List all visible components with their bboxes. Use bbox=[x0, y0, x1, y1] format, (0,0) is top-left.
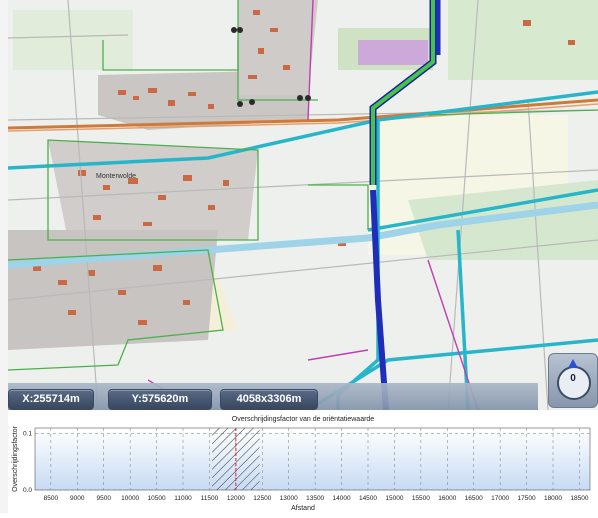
x-tick-label: 14500 bbox=[359, 495, 377, 502]
meadow-area bbox=[13, 10, 133, 70]
town-area bbox=[8, 230, 218, 350]
place-label: Monterwolde bbox=[96, 173, 136, 180]
profile-chart-panel: Overschrijdingsfactor van de oriëntatiew… bbox=[8, 410, 598, 513]
x-tick-label: 12500 bbox=[253, 495, 271, 502]
x-tick-label: 13500 bbox=[306, 495, 324, 502]
map-view[interactable]: Monterwolde bbox=[8, 0, 598, 410]
x-coordinate-text: X:255714m bbox=[22, 393, 80, 405]
y-tick-label: 0.0 bbox=[23, 487, 32, 494]
railway bbox=[8, 98, 598, 130]
x-tick-label: 18500 bbox=[570, 495, 588, 502]
chart-title: Overschrijdingsfactor van de oriëntatiew… bbox=[232, 416, 375, 423]
y-tick-label: 0.1 bbox=[23, 431, 32, 438]
y-axis-label: Overschrijdingsfactor bbox=[12, 425, 19, 491]
x-tick-label: 15500 bbox=[412, 495, 430, 502]
district-boundary bbox=[8, 0, 598, 371]
industrial-area bbox=[358, 40, 428, 65]
x-coordinate-readout: X:255714m bbox=[8, 389, 94, 410]
compass-icon bbox=[557, 366, 591, 400]
route-line bbox=[371, 0, 435, 185]
y-coordinate-readout: Y:575620m bbox=[108, 389, 212, 410]
x-tick-label: 16500 bbox=[465, 495, 483, 502]
x-axis-label: Afstand bbox=[291, 505, 315, 512]
x-tick-label: 14000 bbox=[333, 495, 351, 502]
measurement-points bbox=[231, 27, 311, 107]
y-coordinate-text: Y:575620m bbox=[131, 393, 189, 405]
x-tick-label: 11000 bbox=[174, 495, 192, 502]
x-tick-label: 17500 bbox=[518, 495, 536, 502]
map-dimensions-readout: 4058x3306m bbox=[220, 389, 318, 410]
compass-rotation-value: 0 bbox=[570, 373, 576, 384]
x-tick-label: 13000 bbox=[280, 495, 298, 502]
x-tick-label: 18000 bbox=[544, 495, 562, 502]
x-tick-label: 16000 bbox=[438, 495, 456, 502]
roads bbox=[8, 0, 598, 410]
meadow-area bbox=[448, 0, 598, 80]
town-area bbox=[238, 0, 318, 95]
profile-chart: Overschrijdingsfactor van de oriëntatiew… bbox=[8, 410, 598, 513]
x-tick-label: 8500 bbox=[44, 495, 59, 502]
north-arrow-icon bbox=[568, 359, 578, 368]
railway bbox=[8, 103, 598, 132]
map-dimensions-text: 4058x3306m bbox=[236, 393, 302, 405]
x-tick-label: 9500 bbox=[96, 495, 111, 502]
window-left-edge bbox=[0, 0, 8, 513]
x-tick-label: 10000 bbox=[121, 495, 139, 502]
x-tick-label: 11500 bbox=[201, 495, 219, 502]
map-canvas: Monterwolde bbox=[8, 0, 598, 410]
x-tick-label: 15000 bbox=[385, 495, 403, 502]
x-tick-label: 12000 bbox=[227, 495, 245, 502]
route-line bbox=[370, 189, 389, 410]
plot-area bbox=[34, 427, 591, 491]
compass-control[interactable]: 0 bbox=[548, 353, 598, 408]
x-tick-label: 9000 bbox=[70, 495, 85, 502]
x-tick-label: 10500 bbox=[148, 495, 166, 502]
x-tick-label: 17000 bbox=[491, 495, 509, 502]
